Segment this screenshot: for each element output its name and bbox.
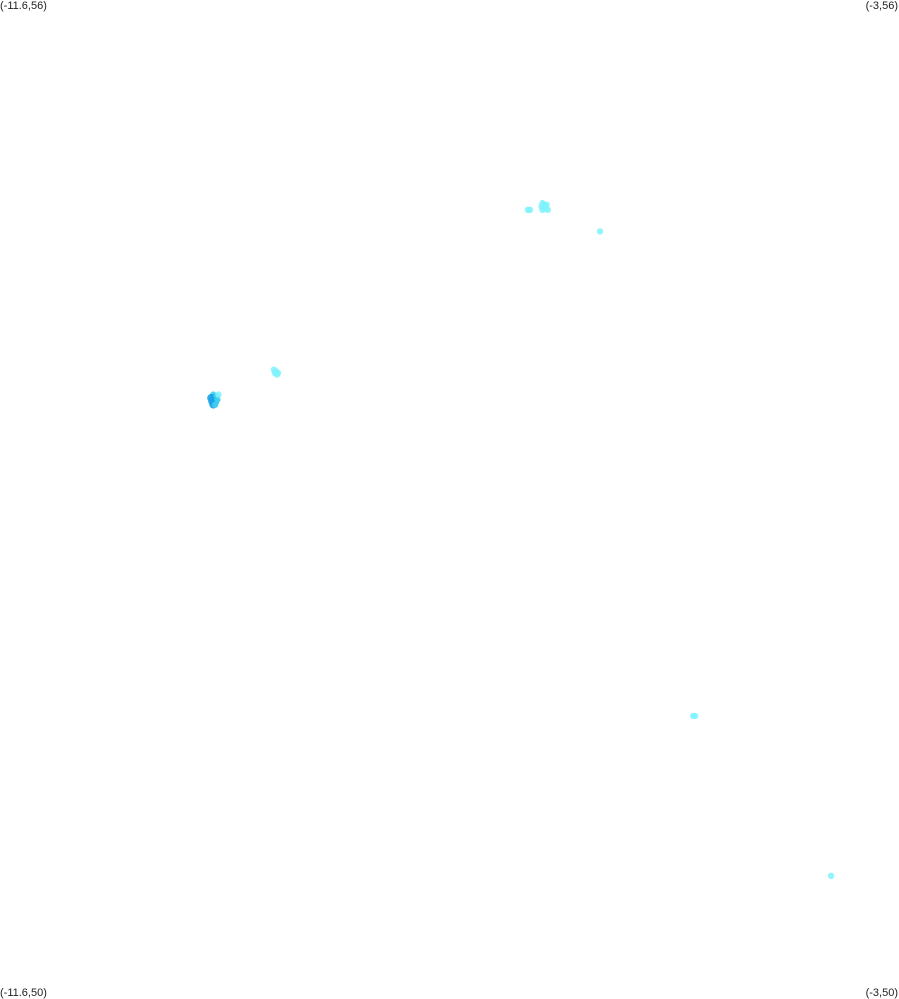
heat-points-layer — [207, 199, 835, 879]
heat-point — [274, 369, 282, 377]
heat-point — [526, 206, 534, 213]
heat-point — [212, 401, 219, 408]
heat-point — [692, 712, 699, 720]
heat-point — [539, 206, 546, 213]
heat-point — [596, 228, 604, 235]
heat-point — [214, 396, 221, 403]
heat-point — [215, 391, 222, 398]
corner-label-bottom-left: (-11.6,50) — [0, 987, 47, 999]
heat-point — [544, 206, 551, 213]
corner-label-top-right: (-3,56) — [865, 0, 898, 12]
corner-label-bottom-right: (-3,50) — [865, 987, 898, 999]
corner-label-top-left: (-11.6,56) — [0, 0, 47, 12]
heat-point — [827, 872, 835, 879]
